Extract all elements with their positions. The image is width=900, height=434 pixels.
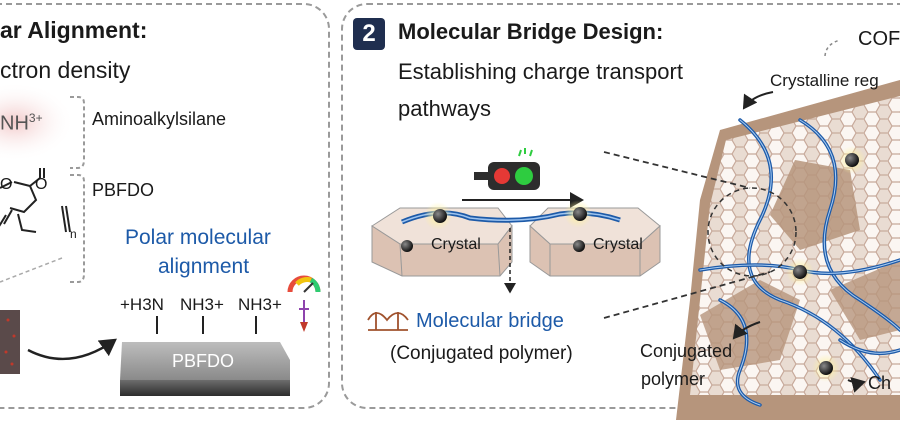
pbfdo-bracket: [70, 174, 85, 283]
pbfdo-slab-base: [120, 380, 290, 396]
crystalline-region-arrow: [742, 91, 774, 110]
aminoalkylsilane-bracket: [70, 96, 85, 169]
aminoalkylsilane-label: Aminoalkylsilane: [92, 109, 227, 129]
left-panel-heading: ar Alignment:: [0, 17, 148, 43]
conjugated-label-line2: polymer: [641, 369, 706, 389]
pbfdo-slab: [120, 342, 290, 380]
charge-carrier: [573, 240, 585, 252]
cation-label: NH3+: [0, 111, 43, 135]
substrate-image: [0, 310, 20, 374]
surface-group-2: NH3+: [180, 295, 224, 314]
step-number-badge: 2: [353, 18, 385, 50]
cof-polymer-strands: [698, 118, 900, 407]
molecular-bridge-label: Molecular bridge: [416, 310, 564, 332]
charge-carrier: [433, 209, 447, 223]
right-panel-subheading-line1: Establishing charge transport: [398, 59, 683, 84]
zoom-line-top: [603, 151, 751, 189]
charge-carrier: [573, 207, 587, 221]
connector-dashed-line: [0, 257, 63, 283]
ring-oxygen-label: O: [0, 176, 13, 193]
cof-surface: [676, 80, 900, 420]
cation-glow: [0, 82, 75, 162]
pbfdo-structure: [0, 168, 71, 233]
polar-alignment-line1: Polar molecular: [125, 226, 271, 249]
left-panel-frame: [0, 3, 330, 409]
conjugated-polymer-arrow: [732, 321, 761, 340]
surface-group-3: NH3+: [238, 295, 282, 314]
charge-carrier: [819, 361, 833, 375]
left-panel-subheading: ctron density: [0, 57, 131, 83]
carbonyl-oxygen-label: O: [35, 176, 48, 193]
conjugated-polymer-paren-label: (Conjugated polymer): [390, 343, 573, 364]
crystal-right: [529, 207, 661, 277]
highlight-circle: [707, 187, 797, 277]
crystalline-region-label: Crystalline reg: [770, 71, 879, 90]
right-panel-heading: Molecular Bridge Design:: [398, 19, 664, 44]
right-panel-frame: [341, 3, 900, 409]
charge-arrow: [847, 377, 866, 393]
charge-carrier: [793, 265, 807, 279]
crystal-left-label: Crystal: [431, 236, 481, 253]
charge-carrier: [845, 153, 859, 167]
cof-bracket: [824, 39, 841, 57]
right-panel-subheading-line2: pathways: [398, 96, 491, 121]
crystal-right-label: Crystal: [593, 236, 643, 253]
cof-label: COF: [858, 28, 900, 50]
zoom-line-bottom: [603, 271, 771, 319]
charge-label: Ch: [868, 373, 892, 393]
transfer-arrow: [27, 338, 117, 361]
subscript-n: n: [70, 227, 77, 241]
pbfdo-label: PBFDO: [92, 180, 155, 200]
polar-alignment-line2: alignment: [158, 255, 250, 278]
charge-carrier: [401, 240, 413, 252]
conjugated-label-line1: Conjugated: [640, 341, 733, 361]
surface-group-1: +H3N: [120, 295, 164, 314]
slab-label: PBFDO: [172, 351, 235, 371]
bridge-icon: [367, 312, 409, 331]
